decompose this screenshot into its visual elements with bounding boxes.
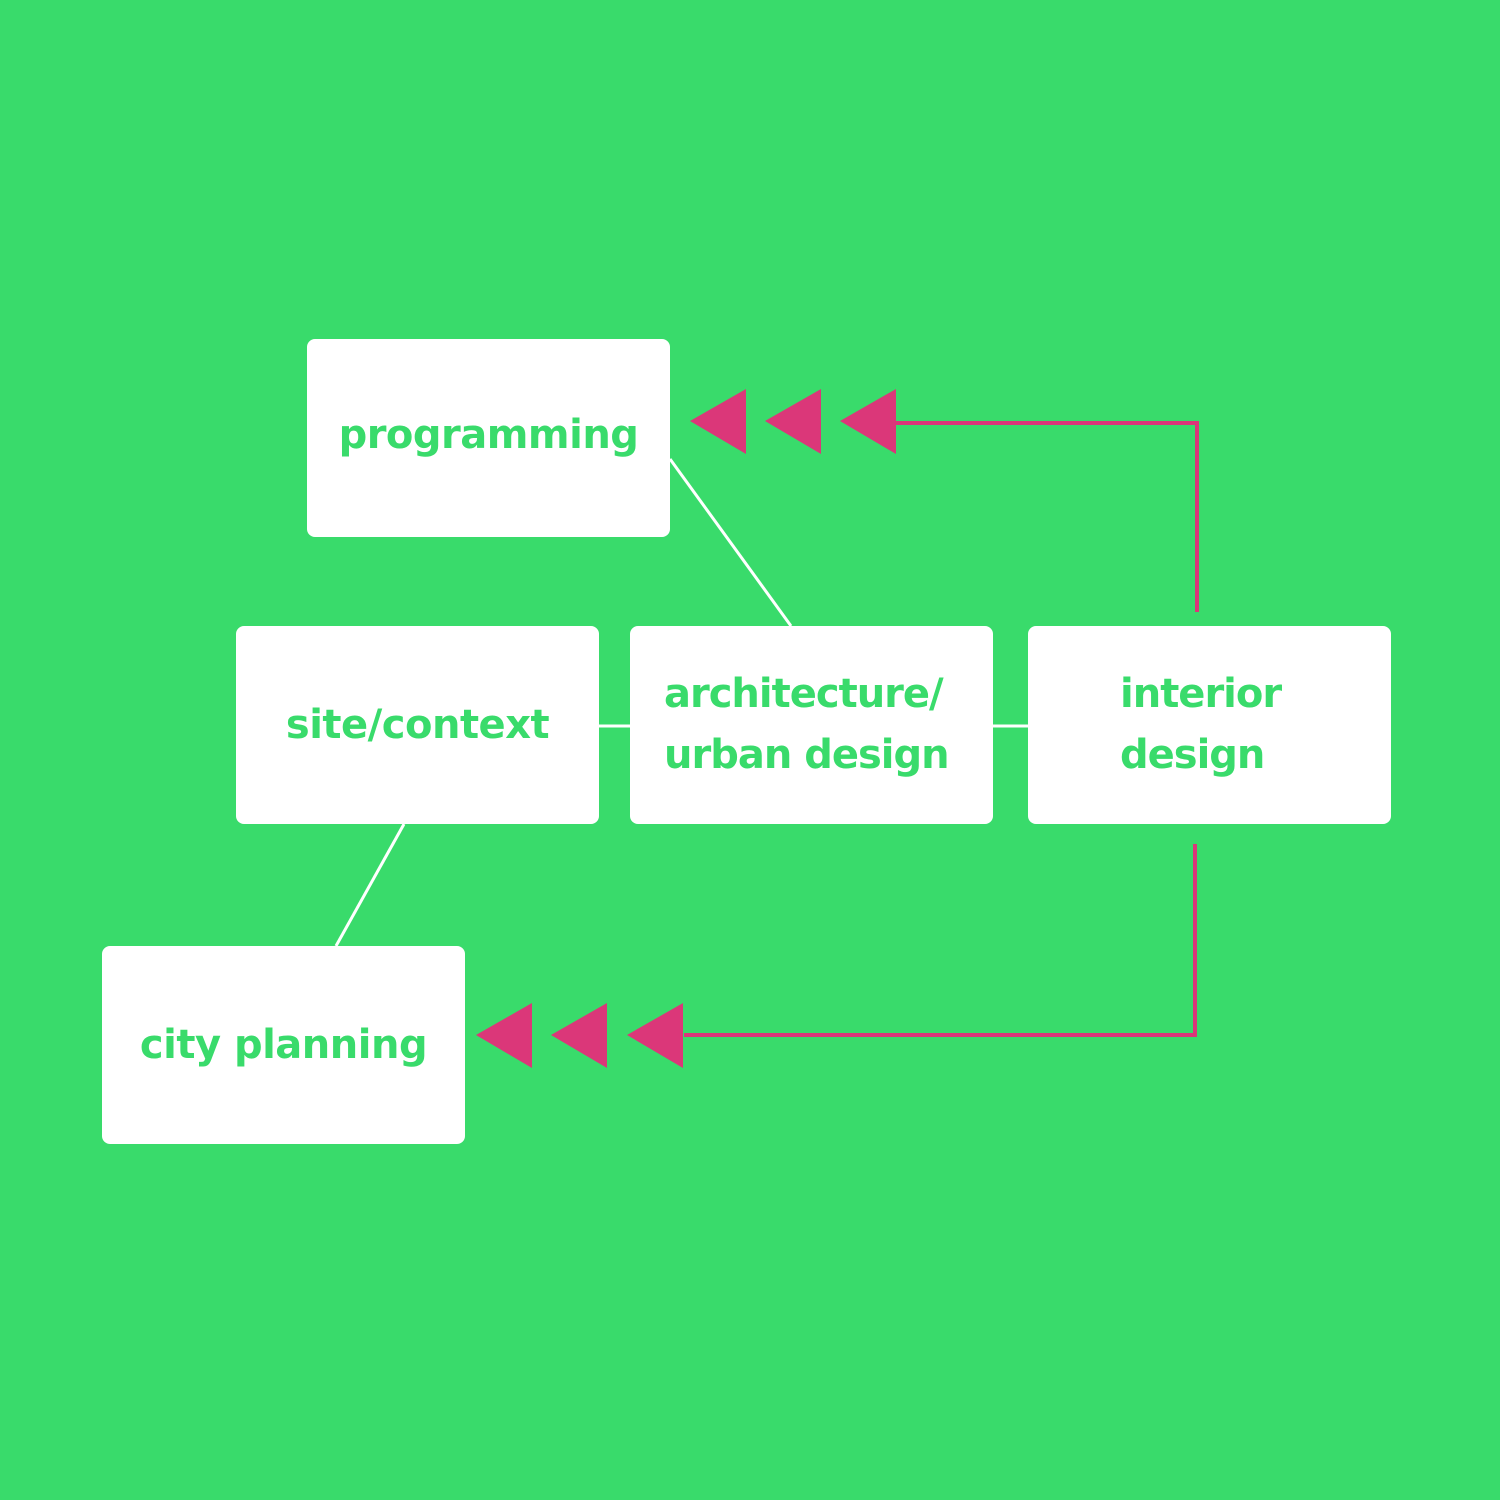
- node-label-site-context: site/context: [285, 701, 550, 748]
- arrowhead-top-1: [690, 389, 746, 454]
- arrowhead-bottom-3: [627, 1003, 683, 1068]
- node-label-architecture-urban-design: architecture/ urban design: [664, 671, 950, 778]
- arrowhead-bottom-2: [551, 1003, 607, 1068]
- node-label-programming: programming: [338, 411, 639, 458]
- node-interior-design: interior design: [1028, 626, 1391, 824]
- arrowhead-bottom-1: [476, 1003, 532, 1068]
- flow-line-interior-to-city-planning: [684, 844, 1197, 1037]
- connector-site-city-planning: [334, 823, 406, 947]
- flow-line-interior-to-programming: [896, 421, 1199, 612]
- node-label-interior-design: interior design: [1120, 671, 1282, 778]
- node-site-context: site/context: [236, 626, 599, 824]
- node-architecture-urban-design: architecture/ urban design: [630, 626, 993, 824]
- node-city-planning: city planning: [102, 946, 465, 1144]
- node-label-city-planning: city planning: [139, 1021, 428, 1068]
- arrowhead-top-2: [765, 389, 821, 454]
- connector-programming-architecture: [668, 458, 793, 627]
- node-programming: programming: [307, 339, 670, 537]
- arrowhead-top-3: [840, 389, 896, 454]
